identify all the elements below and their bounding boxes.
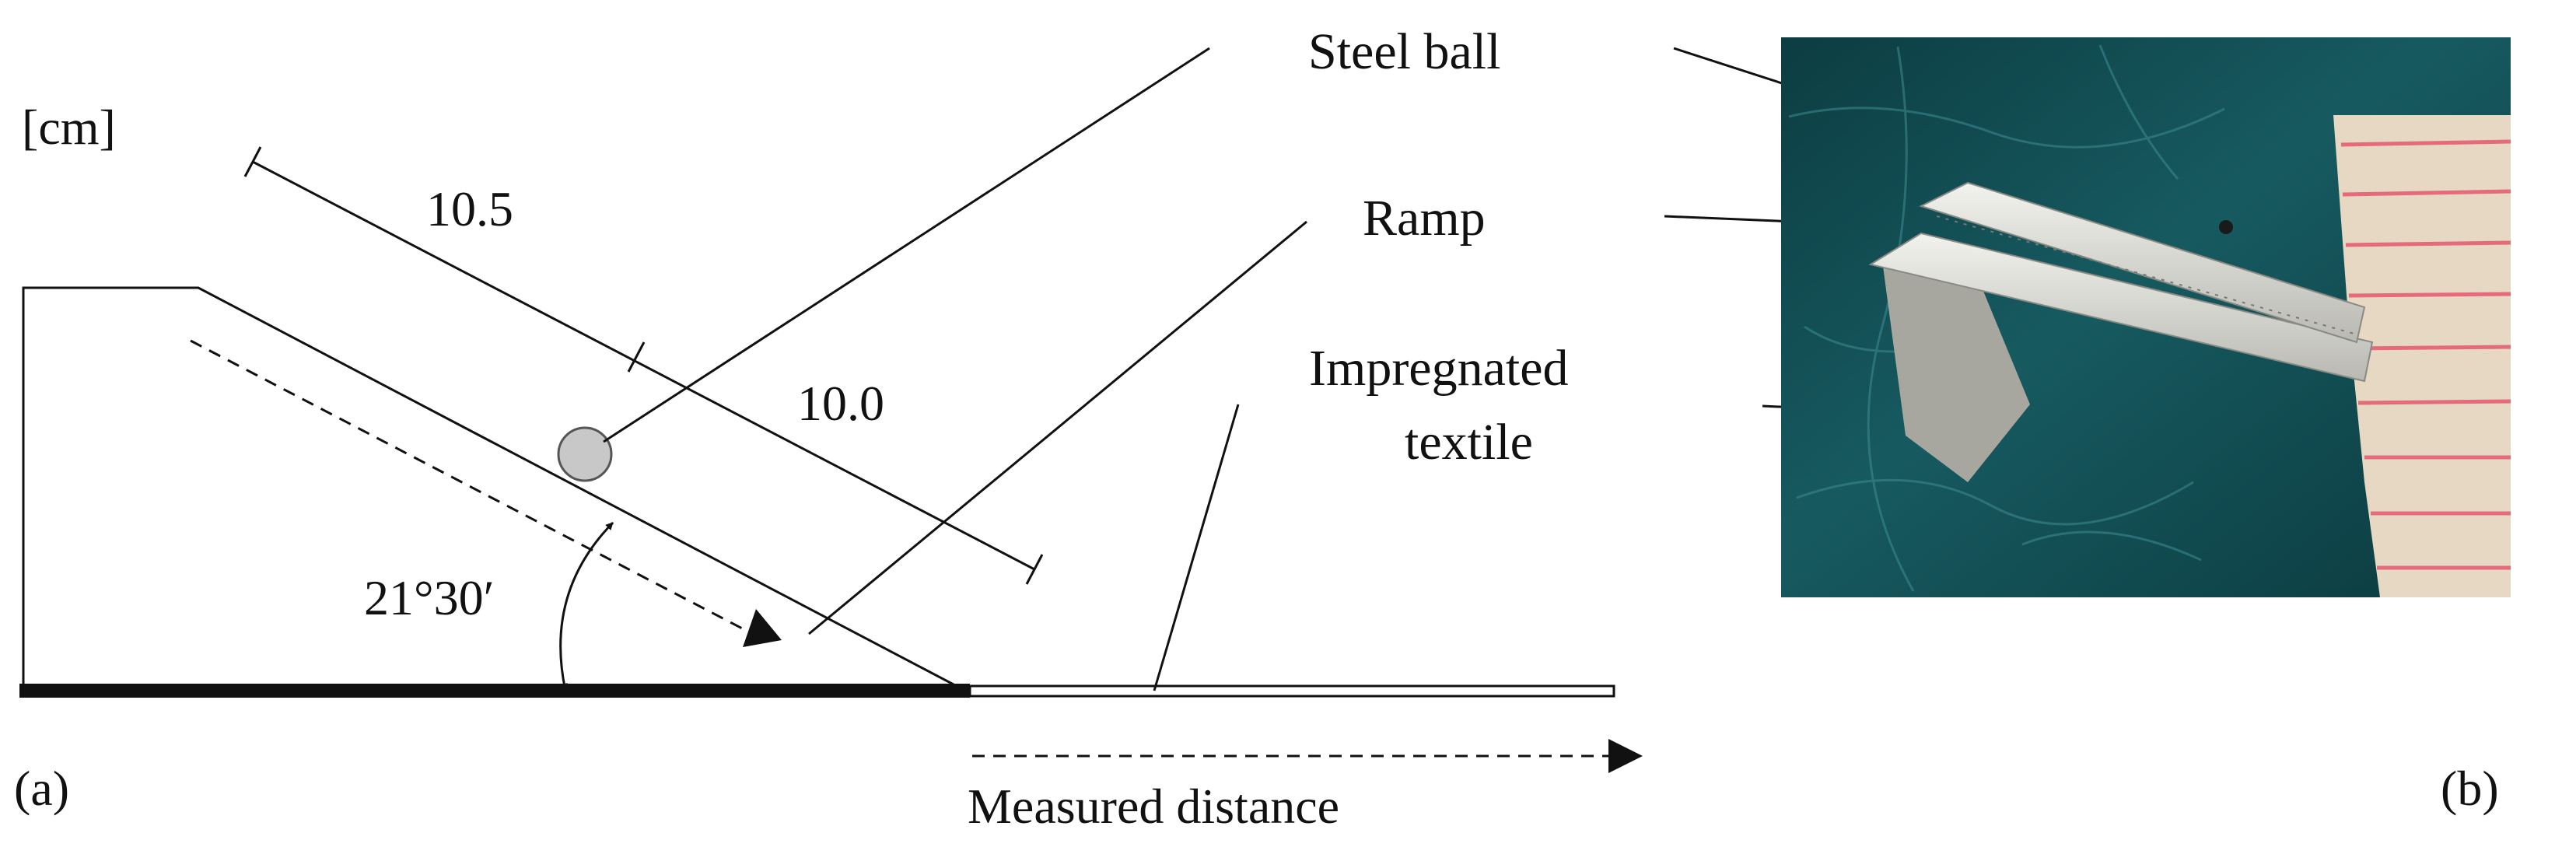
ramp-track-lower bbox=[1868, 232, 2374, 383]
dimension-tick-end bbox=[1025, 554, 1044, 585]
tarp-creases bbox=[1788, 44, 2225, 592]
ramp-base bbox=[19, 684, 970, 698]
ramp-label: Ramp bbox=[1363, 190, 1486, 247]
dimension-tick-mid bbox=[627, 341, 646, 373]
dimension-line bbox=[252, 160, 1035, 571]
textile-strip bbox=[968, 684, 1615, 698]
ramp-support bbox=[1882, 261, 2030, 482]
ramp-outline bbox=[22, 286, 969, 694]
leader-textile-a bbox=[1153, 404, 1240, 691]
leader-steel-ball-a bbox=[603, 47, 1210, 443]
panel-b-photo bbox=[1781, 37, 2511, 597]
measured-distance-arrowhead bbox=[1608, 739, 1643, 773]
panel-a-schematic: [cm] 10.5 10.0 21°30′ Measured distance … bbox=[14, 100, 1643, 834]
textile-label-line2: textile bbox=[1405, 414, 1533, 471]
steel-ball-circle bbox=[557, 426, 613, 482]
unit-label: [cm] bbox=[22, 100, 116, 155]
ramp-track-upper bbox=[1919, 181, 2366, 344]
textile-sample bbox=[2333, 115, 2511, 597]
dimension-lower-label: 10.0 bbox=[797, 376, 884, 431]
angle-label: 21°30′ bbox=[364, 570, 495, 625]
leader-ramp-a bbox=[808, 220, 1307, 635]
photo-steel-ball bbox=[2219, 220, 2233, 234]
angle-arc bbox=[559, 521, 614, 691]
textile-label-line1: Impregnated bbox=[1309, 340, 1569, 397]
ramp-device bbox=[1868, 181, 2374, 482]
measured-distance-label: Measured distance bbox=[968, 779, 1339, 834]
ball-path-arrowhead bbox=[743, 609, 782, 647]
dimension-tick-start bbox=[243, 146, 262, 177]
textile-stripes bbox=[2340, 139, 2511, 570]
panel-a-caption: (a) bbox=[14, 761, 69, 816]
panel-b-caption: (b) bbox=[2441, 761, 2499, 816]
steel-ball-label: Steel ball bbox=[1308, 23, 1500, 80]
callout-labels: Steel ball Ramp Impregnated textile bbox=[1308, 23, 1569, 471]
dimension-upper-label: 10.5 bbox=[426, 181, 513, 236]
